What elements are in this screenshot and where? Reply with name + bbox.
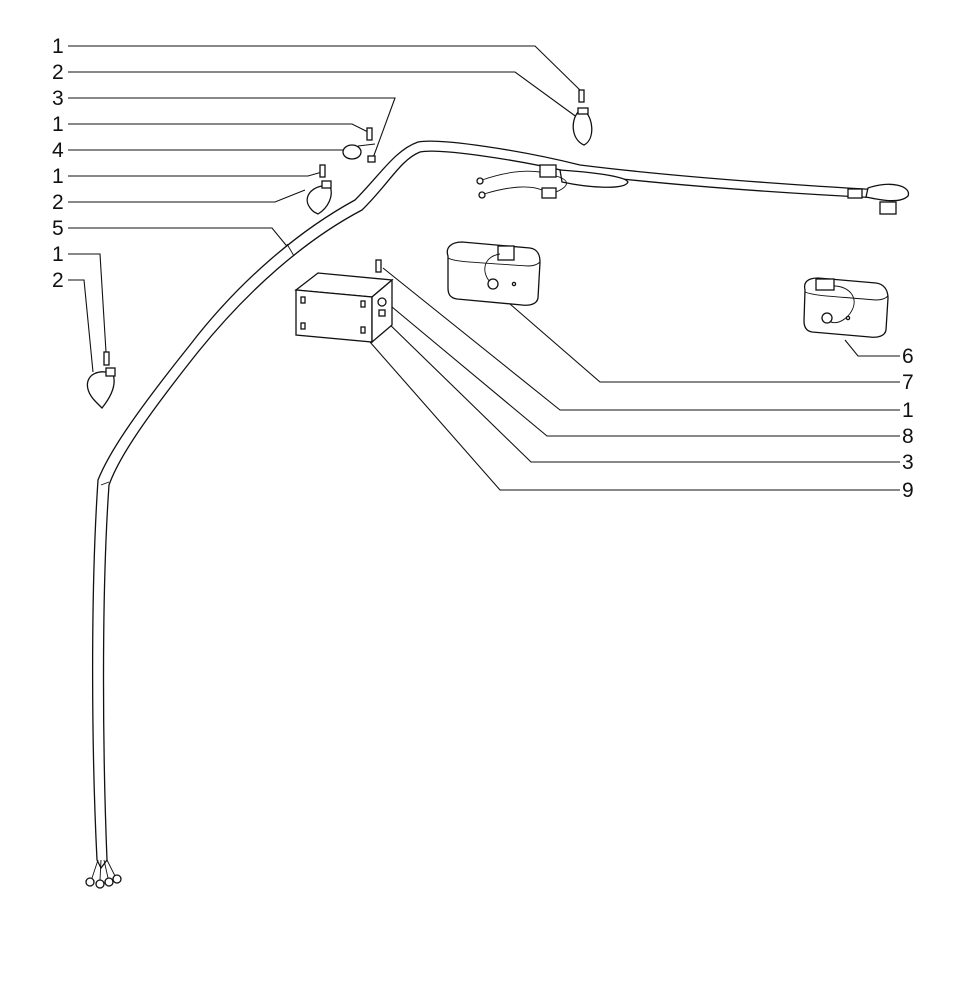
callout-left-7: 2	[52, 191, 64, 214]
clip-2-top-tab	[577, 107, 589, 115]
leader-3-top	[68, 97, 396, 159]
screw-1-fourth	[103, 351, 110, 366]
lamp-7-cable	[484, 253, 501, 283]
lamp-6-dot	[845, 315, 851, 321]
lamp-7-connector	[497, 245, 515, 261]
nut-3-top	[367, 155, 376, 163]
callout-left-8: 5	[52, 217, 64, 240]
leader-2-third	[68, 189, 306, 203]
box-hole-1	[300, 296, 306, 304]
screw-1-third	[319, 164, 326, 178]
box-front	[295, 289, 373, 343]
connector-right-b	[879, 201, 897, 215]
leader-1-right	[382, 267, 900, 411]
screw-1-box	[375, 259, 382, 273]
leader-7	[509, 303, 900, 383]
leader-lines-right	[369, 267, 900, 491]
lamp-7-dot	[511, 281, 517, 287]
screw-1-top	[578, 89, 585, 103]
terminal-1	[476, 177, 484, 185]
leader-5	[68, 227, 291, 251]
callout-left-1: 1	[52, 35, 64, 58]
lamp-6-connector	[815, 278, 835, 291]
connector-mid-a	[539, 164, 557, 178]
callout-right-2: 7	[902, 371, 914, 394]
callout-right-5: 3	[902, 451, 914, 474]
box-hole-2	[360, 300, 366, 308]
leader-9	[369, 341, 900, 491]
connector-loop-right	[865, 183, 909, 202]
lamp-7-edge	[447, 257, 541, 267]
leader-1-fourth	[68, 253, 107, 353]
clip-4-strap	[357, 143, 376, 147]
lamp-7-body	[446, 241, 541, 306]
screw-1-second	[366, 127, 373, 141]
leader-8	[385, 301, 900, 437]
leader-1-top	[68, 45, 583, 93]
callout-right-3: 1	[902, 399, 914, 422]
harness-seam-1	[100, 481, 110, 486]
branch-wire-3	[555, 175, 567, 193]
callout-left-10: 2	[52, 269, 64, 292]
callout-left-2: 2	[52, 61, 64, 84]
leader-6	[844, 339, 900, 357]
callout-left-4: 1	[52, 113, 64, 136]
harness-seam-2	[286, 243, 295, 257]
branch-wire-1	[481, 170, 541, 181]
main-harness	[85, 140, 909, 889]
leader-2-top	[68, 71, 579, 119]
connector-mid-b	[541, 187, 557, 199]
box-hole-4	[360, 326, 366, 334]
callout-left-9: 1	[52, 243, 64, 266]
module-box-9	[294, 259, 394, 344]
harness-branch-loop	[559, 169, 629, 188]
branch-wire-2	[483, 186, 543, 195]
nut-3-box	[378, 309, 386, 317]
callout-left-5: 4	[52, 139, 64, 162]
callout-left-6: 1	[52, 165, 64, 188]
leader-1-second	[68, 123, 369, 133]
leader-2-fourth	[68, 279, 94, 373]
fasteners	[86, 89, 593, 409]
lamp-unit-7	[446, 241, 541, 306]
lamp-6-socket	[821, 312, 833, 324]
leader-lines-left	[68, 45, 583, 373]
lamp-7-socket	[487, 278, 499, 290]
leader-1-third	[68, 171, 323, 177]
washer-8	[377, 297, 387, 307]
terminal-2	[478, 191, 486, 199]
callout-right-6: 9	[902, 479, 914, 502]
callout-right-1: 6	[902, 345, 914, 368]
lamp-6-edge	[804, 291, 889, 301]
callout-left-3: 3	[52, 87, 64, 110]
connector-right-a	[847, 188, 863, 199]
harness-end-terminals	[85, 859, 122, 889]
lamp-unit-6	[803, 277, 889, 338]
leader-3-right	[382, 317, 900, 463]
clip-4	[342, 144, 362, 160]
clip-2-top	[572, 111, 593, 146]
callout-right-4: 8	[902, 425, 914, 448]
clip-2-fourth-tab	[105, 367, 116, 377]
clip-2-fourth	[86, 371, 115, 409]
box-hole-3	[300, 322, 306, 330]
clip-2-third	[306, 185, 332, 215]
clip-2-third-tab	[321, 180, 332, 189]
